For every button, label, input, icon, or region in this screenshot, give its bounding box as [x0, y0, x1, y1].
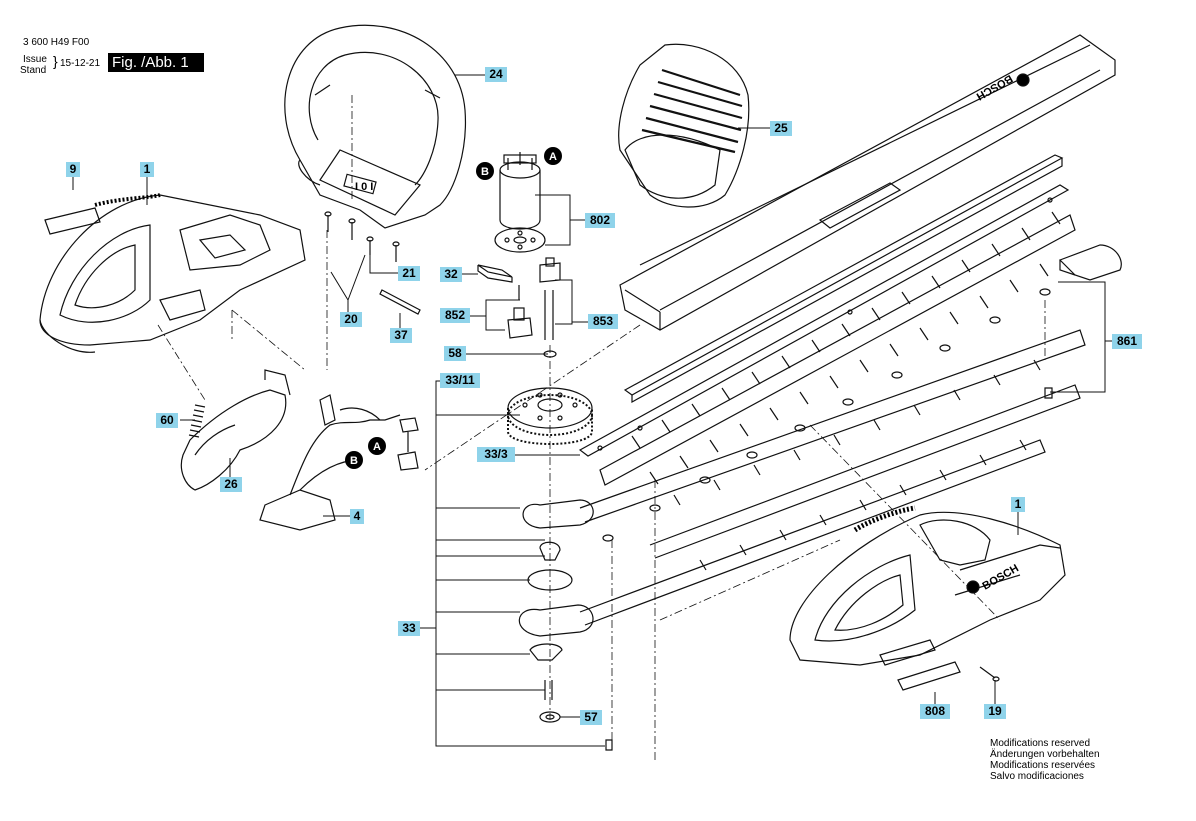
callout-24[interactable]: 24: [485, 67, 507, 82]
upper-blade: [599, 211, 1076, 486]
housing-half-1: [39, 193, 306, 353]
blade-washers: [602, 288, 1051, 542]
callout-33[interactable]: 33: [398, 621, 420, 636]
lower-blade: [518, 329, 1086, 637]
issue-date: 15-12-21: [60, 58, 101, 69]
callout-9[interactable]: 9: [66, 162, 80, 177]
block-32: [477, 264, 513, 283]
label-808: [897, 661, 961, 691]
svg-text:A: A: [373, 441, 381, 453]
bearing-852: [507, 285, 533, 339]
gear-33-11: [507, 387, 593, 445]
callout-1-housing[interactable]: 1: [140, 162, 154, 177]
note-line: Modifications reservées: [990, 760, 1096, 771]
issue-label: Issue: [23, 54, 47, 65]
modification-notes: Modifications reserved Änderungen vorbeh…: [990, 738, 1100, 782]
motor-802: [494, 152, 546, 253]
svg-text:B: B: [350, 455, 358, 467]
shaft-parts: [527, 541, 613, 751]
callout-20[interactable]: 20: [340, 312, 362, 327]
connector-badge-a-top: A: [544, 147, 562, 165]
callout-57[interactable]: 57: [580, 710, 602, 725]
guide-rail: [578, 154, 1070, 457]
connector-badge-a-harness: A: [368, 437, 386, 455]
callout-861[interactable]: 861: [1112, 334, 1142, 349]
pin-37: [379, 289, 421, 315]
callout-802[interactable]: 802: [585, 213, 615, 228]
note-line: Salvo modificaciones: [990, 771, 1084, 782]
brace: }: [53, 53, 58, 69]
spring-60: [188, 404, 206, 438]
callout-1-housing-assembled[interactable]: 1: [1011, 497, 1025, 512]
callout-33-3[interactable]: 33/3: [477, 447, 515, 462]
front-handle-24: I 0 I: [284, 24, 467, 229]
callout-852[interactable]: 852: [440, 308, 470, 323]
connector-badge-b-harness: B: [345, 451, 363, 469]
callout-21[interactable]: 21: [398, 266, 420, 281]
screws-21: [324, 211, 400, 262]
note-line: Änderungen vorbehalten: [990, 749, 1100, 760]
svg-text:B: B: [481, 166, 489, 178]
switch-text: I 0 I: [355, 181, 373, 193]
washer-58: [543, 350, 557, 358]
callout-58[interactable]: 58: [444, 346, 466, 361]
screw-19: [979, 666, 1000, 682]
callout-19[interactable]: 19: [984, 704, 1006, 719]
callout-808[interactable]: 808: [920, 704, 950, 719]
housing-complete-1: BOSCH: [789, 505, 1066, 666]
svg-text:A: A: [549, 151, 557, 163]
assembly-lines: [157, 95, 1046, 760]
callout-32[interactable]: 32: [440, 267, 462, 282]
part-number: 3 600 H49 F00: [23, 37, 90, 48]
callout-853[interactable]: 853: [588, 314, 618, 329]
vent-cover-25: [618, 43, 750, 208]
callout-33-11[interactable]: 33/11: [440, 373, 480, 388]
callout-4[interactable]: 4: [350, 509, 364, 524]
callout-26[interactable]: 26: [220, 477, 242, 492]
figure-label: Fig. /Abb. 1: [108, 53, 204, 72]
callout-25[interactable]: 25: [770, 121, 792, 136]
stand-label: Stand: [20, 65, 47, 76]
housing-brand: BOSCH: [981, 562, 1021, 592]
callout-37[interactable]: 37: [390, 328, 412, 343]
note-line: Modifications reserved: [990, 738, 1091, 749]
spindle-853: [539, 257, 561, 340]
blade-tip-861: [1044, 244, 1122, 399]
callout-60[interactable]: 60: [156, 413, 178, 428]
connector-badge-b-top: B: [476, 162, 494, 180]
trigger-26: [180, 369, 291, 491]
label-9: [44, 207, 101, 235]
guard-brand: BOSCH: [974, 72, 1014, 102]
